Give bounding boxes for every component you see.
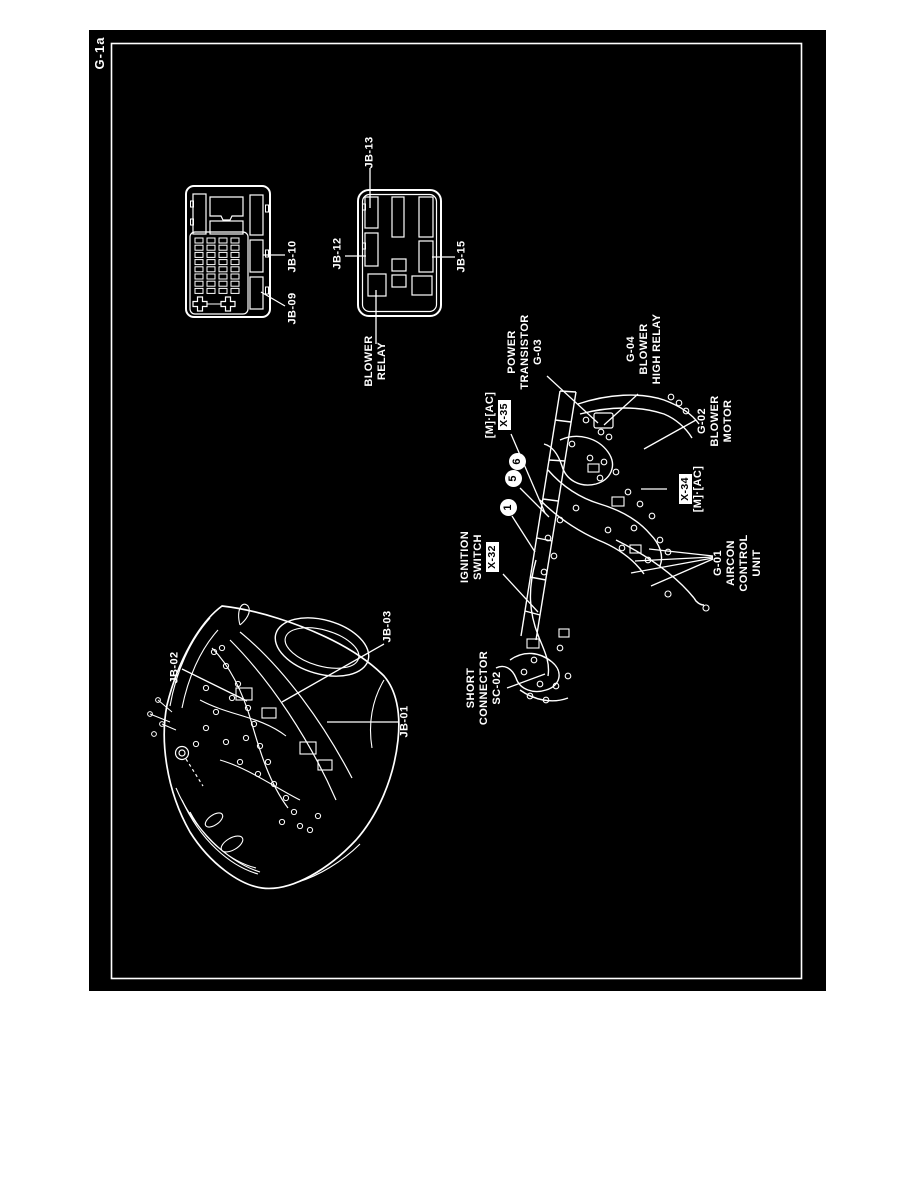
label-blower-motor: G-02 BLOWER MOTOR [696,395,734,447]
label-ignition-switch: IGNITION SWITCH X-32 [459,530,499,584]
label-jb03: JB-03 [381,610,394,643]
vehicle-front-drawing [147,603,400,890]
page-code: G-1a [92,36,107,70]
label-jb01: JB-01 [398,705,411,738]
dash-harness-drawing [495,390,710,704]
label-short-connector: SHORT CONNECTOR SC-02 [465,650,503,726]
label-jb09: JB-09 [286,292,299,325]
callout-1-badge: 1 [500,499,517,516]
label-jb13: JB-13 [363,136,376,169]
callout-5-badge: 5 [505,470,522,487]
label-x34: X-34 [M]·[AC] [679,465,704,513]
label-jb10: JB-10 [286,240,299,273]
x35-code-box: X-35 [498,400,511,430]
figure-black-panel [89,30,826,991]
label-jb15: JB-15 [455,240,468,273]
label-blower-relay: BLOWER RELAY [363,335,388,387]
label-power-transistor: POWER TRANSISTOR G-03 [506,314,544,390]
callout-6-badge: 6 [509,453,526,470]
label-aircon-control-unit: G-01 AIRCON CONTROL UNIT [712,534,763,592]
leader-lines [181,168,714,723]
label-jb12: JB-12 [331,237,344,270]
label-jb02: JB-02 [168,651,181,684]
x32-code-box: X-32 [486,542,499,572]
page-frame [110,42,803,980]
label-x35: [M]·[AC] X-35 [484,391,511,439]
grommet-icon [174,745,204,787]
x34-code-box: X-34 [679,474,692,504]
fuse-box-drawing [185,185,271,318]
label-blower-high-relay: G-04 BLOWER HIGH RELAY [625,313,663,385]
relay-box-drawing [357,189,442,317]
